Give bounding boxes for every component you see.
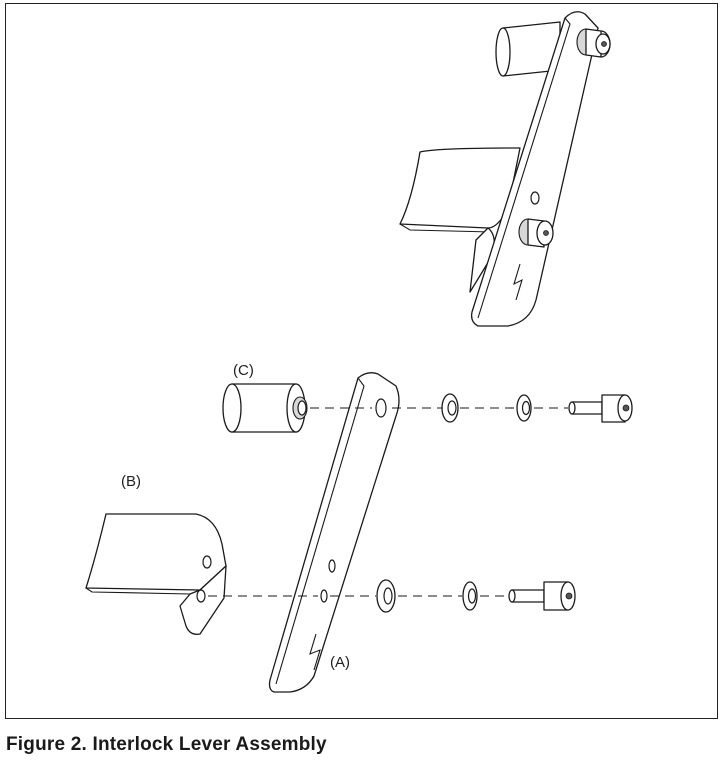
washer-upper-2 [516,394,532,422]
washer-lower-1 [376,579,396,613]
assembled-spacer [495,21,561,77]
label-a: (A) [330,654,350,671]
screw-lower [508,581,576,611]
label-b: (B) [121,473,141,490]
assembled-screw-bottom [518,218,554,248]
assembled-view [399,11,611,327]
screw-upper [568,394,633,423]
spacer-c [222,383,308,433]
washer-lower-2 [462,581,478,611]
assembled-screw-top [576,28,611,58]
bracket-b [85,513,227,635]
washer-upper-1 [441,393,459,423]
label-c: (C) [233,362,254,379]
figure-frame [5,3,718,719]
lever-a [268,372,400,693]
assembled-lever [470,11,599,327]
figure-caption: Figure 2. Interlock Lever Assembly [6,734,327,755]
